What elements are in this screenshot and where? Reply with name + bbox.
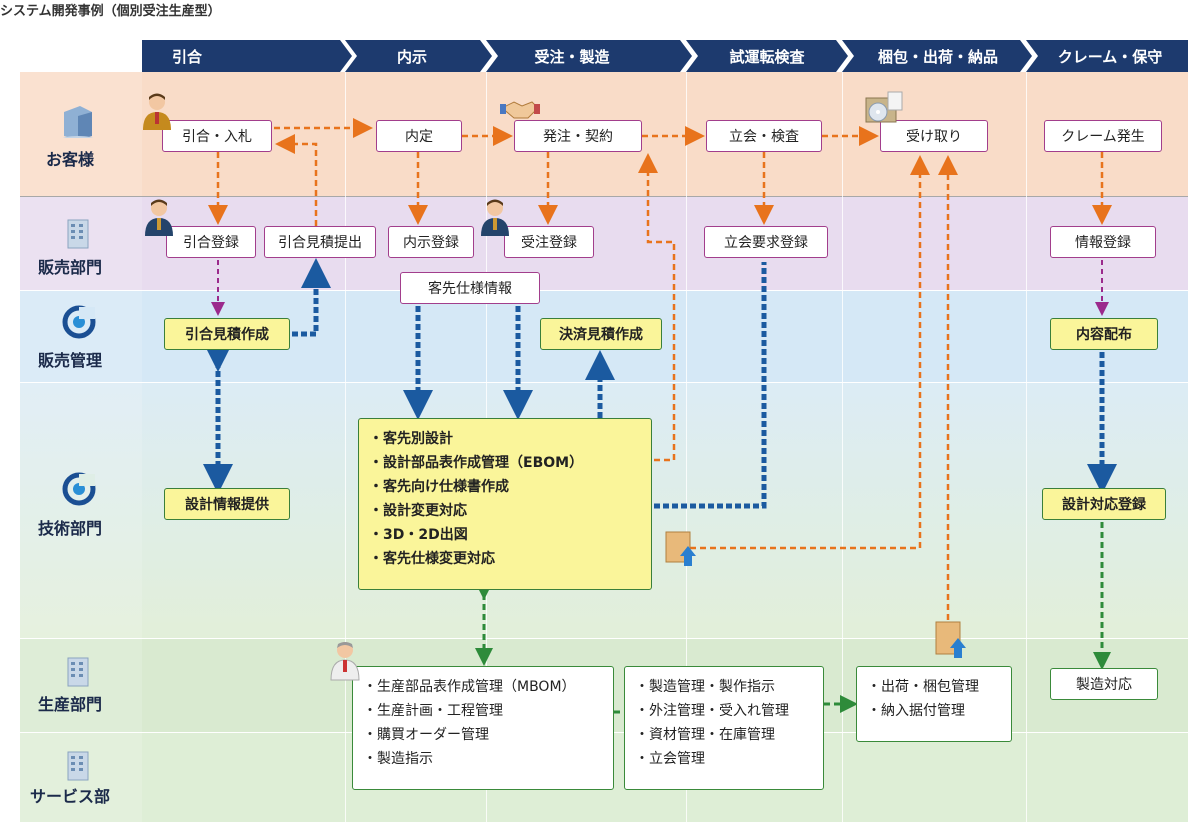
customer-inquiry-bid-box: 引合・入札: [162, 120, 272, 152]
inquiry-estimate-box: 引合見積作成: [164, 318, 290, 350]
mfg-item: 外注管理・受入れ管理: [635, 699, 813, 723]
lane-label-salesmgmt: 販売管理: [37, 351, 102, 370]
phase-trial-inspection: 試運転検査: [729, 47, 805, 66]
label-column: [20, 72, 142, 822]
shipping-item: 出荷・梱包管理: [867, 675, 1001, 699]
phase-header: [142, 40, 1188, 72]
lane-separator: [20, 382, 1188, 383]
customer-receipt-box: 受け取り: [880, 120, 988, 152]
shipping-box: 出荷・梱包管理 納入据付管理: [856, 666, 1012, 742]
person-icon: [330, 642, 360, 681]
sales-order-reg-box: 受注登録: [504, 226, 594, 258]
lane-label-sales: 販売部門: [37, 258, 102, 277]
diagram-title: システム開発事例（個別受注生産型）: [0, 4, 221, 19]
lane-label-customer: お客様: [45, 150, 94, 169]
lane-label-engineering: 技術部門: [37, 519, 102, 538]
phase-separator: [1026, 72, 1027, 822]
content-distribution-box: 内容配布: [1050, 318, 1158, 350]
sales-info-reg-box: 情報登録: [1050, 226, 1156, 258]
person-icon: [481, 199, 509, 236]
phase-separator: [345, 72, 346, 822]
lane-separator: [20, 196, 1188, 197]
settlement-estimate-box: 決済見積作成: [540, 318, 662, 350]
engineering-task-item: 設計変更対応: [369, 499, 641, 523]
building-icon: [67, 751, 89, 781]
document-upload-icon: [665, 531, 696, 566]
phase-separator: [842, 72, 843, 822]
mfg-management-box: 製造管理・製作指示 外注管理・受入れ管理 資材管理・在庫管理 立会管理: [624, 666, 824, 790]
sales-inspection-request-reg-box: 立会要求登録: [704, 226, 828, 258]
system-logo-icon: [62, 305, 96, 339]
customer-order-contract-box: 発注・契約: [514, 120, 642, 152]
document-upload-icon: [935, 621, 966, 658]
mfg-item: 製造管理・製作指示: [635, 675, 813, 699]
engineering-task-item: 3D・2D出図: [369, 523, 641, 547]
shipping-item: 納入据付管理: [867, 699, 1001, 723]
engineering-task-item: 客先別設計: [369, 427, 641, 451]
person-icon: [145, 199, 173, 236]
engineering-task-item: 客先仕様変更対応: [369, 547, 641, 571]
engineering-task-item: 客先向け仕様書作成: [369, 475, 641, 499]
mbom-item: 生産部品表作成管理（MBOM）: [363, 675, 603, 699]
design-reg-box: 設計対応登録: [1042, 488, 1166, 520]
mbom-item: 製造指示: [363, 747, 603, 771]
mfg-response-box: 製造対応: [1050, 668, 1158, 700]
phase-packing-shipping: 梱包・出荷・納品: [877, 47, 998, 66]
mfg-item: 資材管理・在庫管理: [635, 723, 813, 747]
phase-separator: [686, 72, 687, 822]
phase-claim-maintenance: クレーム・保守: [1057, 47, 1163, 66]
customer-naitei-box: 内定: [376, 120, 462, 152]
phase-order-mfg: 受注・製造: [534, 47, 610, 66]
lane-label-production: 生産部門: [37, 695, 102, 714]
lane-separator: [20, 638, 1188, 639]
building-icon: [67, 657, 89, 687]
phase-naiji: 内示: [396, 47, 427, 66]
sales-naiji-reg-box: 内示登録: [388, 226, 474, 258]
phase-inquiry: 引合: [171, 47, 202, 66]
sales-inquiry-estimate-submit-box: 引合見積提出: [264, 226, 376, 258]
customer-spec-info-box: 客先仕様情報: [400, 272, 540, 304]
customer-inspection-box: 立会・検査: [706, 120, 822, 152]
lane-separator: [20, 290, 1188, 291]
engineering-tasks-box: 客先別設計 設計部品表作成管理（EBOM） 客先向け仕様書作成 設計変更対応 3…: [358, 418, 652, 590]
sales-inquiry-reg-box: 引合登録: [166, 226, 256, 258]
building-icon: [67, 219, 89, 249]
mbom-item: 購買オーダー管理: [363, 723, 603, 747]
lane-label-service: サービス部: [29, 787, 110, 806]
system-logo-icon: [62, 472, 96, 506]
package-cd-icon: [865, 91, 903, 123]
person-icon: [143, 93, 171, 130]
design-info-box: 設計情報提供: [164, 488, 290, 520]
building-icon: [62, 106, 94, 138]
mbom-box: 生産部品表作成管理（MBOM） 生産計画・工程管理 購買オーダー管理 製造指示: [352, 666, 614, 790]
engineering-task-item: 設計部品表作成管理（EBOM）: [369, 451, 641, 475]
customer-claim-box: クレーム発生: [1044, 120, 1162, 152]
mfg-item: 立会管理: [635, 747, 813, 771]
handshake-icon: [500, 101, 540, 119]
mbom-item: 生産計画・工程管理: [363, 699, 603, 723]
